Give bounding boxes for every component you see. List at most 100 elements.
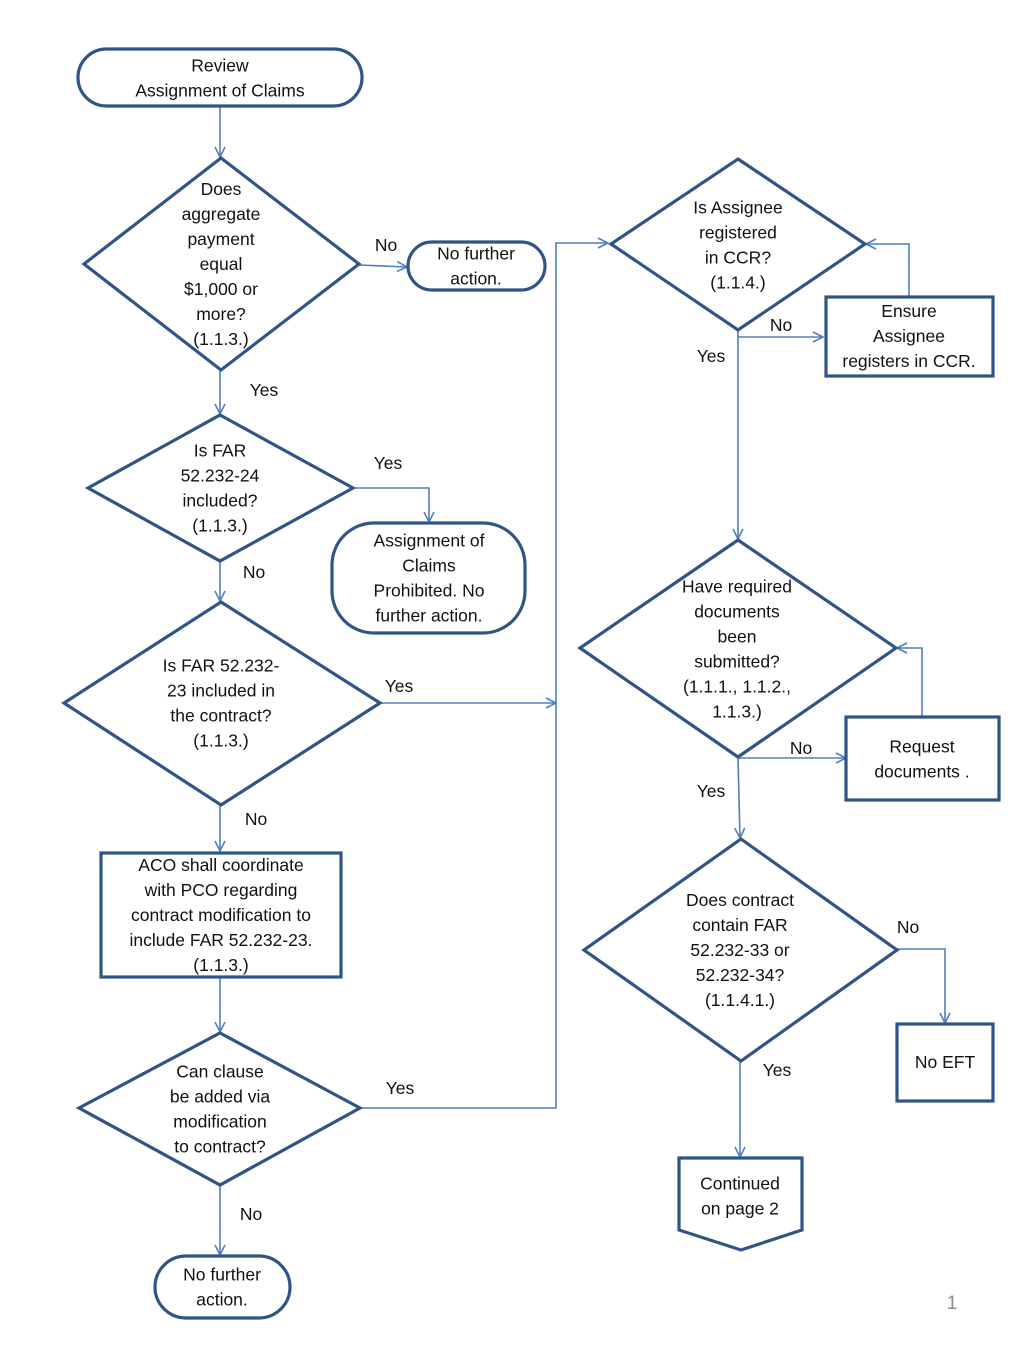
label-line: Is FAR 52.232- <box>163 656 280 676</box>
start-terminator <box>76 47 364 108</box>
edge-label-far23-yes: Yes <box>385 676 414 696</box>
label-line: Prohibited. No <box>374 581 485 601</box>
decision-far-23 <box>61 600 383 807</box>
no-eft-process <box>895 1022 995 1103</box>
label-line: be added via <box>170 1087 270 1107</box>
edge-label-clause-no: No <box>240 1204 262 1224</box>
edge-label-far23-no: No <box>245 809 267 829</box>
edge-label-far24-yes: Yes <box>374 453 403 473</box>
label-line: equal <box>200 254 243 274</box>
edge-label-far3334-no: No <box>897 917 919 937</box>
label-line: $1,000 or <box>184 279 258 299</box>
decision-aggregate-payment <box>81 155 362 373</box>
label-line: Request <box>889 737 954 757</box>
connector-clause-yes <box>360 243 608 1109</box>
label-line: include FAR 52.232-23. <box>130 930 313 950</box>
end-terminator-1 <box>406 240 547 292</box>
label-far-23: Is FAR 52.232- 23 included in the contract… <box>163 656 280 751</box>
label-no-eft: No EFT <box>915 1052 976 1072</box>
label-line: action. <box>450 269 502 289</box>
page-number: 1 <box>947 1293 958 1314</box>
label-assignee-ccr: Is Assignee registered in CCR? (1.1.4.) <box>693 198 783 293</box>
label-line: Is FAR <box>194 441 247 461</box>
label-line: been <box>718 627 757 647</box>
label-line: No further <box>183 1265 261 1285</box>
edge-label-aggregate-yes: Yes <box>250 380 279 400</box>
label-line: (1.1.3.) <box>193 329 248 349</box>
label-line: Is Assignee <box>693 198 783 218</box>
label-line: Claims <box>402 556 456 576</box>
label-line: 52.232-33 or <box>690 940 789 960</box>
connectors <box>220 107 945 1255</box>
label-line: 23 included in <box>167 681 275 701</box>
label-line: more? <box>196 304 246 324</box>
prohibited-terminator <box>330 521 527 635</box>
label-line: (1.1.3.) <box>192 516 247 536</box>
label-line: No EFT <box>915 1052 976 1072</box>
label-line: 52.232-24 <box>181 466 260 486</box>
label-aggregate-payment: Does aggregate payment equal $1,000 or more? (… <box>182 179 261 349</box>
label-clause-added: Can clause be added via modification to con… <box>170 1062 270 1157</box>
edge-label-far24-no: No <box>243 562 265 582</box>
edge-labels: No Yes Yes No Yes No Yes No No Yes No Ye… <box>240 235 919 1224</box>
decision-assignee-ccr <box>608 157 868 332</box>
connector-far3334-no <box>897 948 945 1023</box>
label-line: Assignment of Claims <box>135 81 304 101</box>
label-end-2: No further action. <box>183 1265 261 1310</box>
label-request-documents: Request documents . <box>874 737 969 782</box>
edge-label-docs-no: No <box>790 738 812 758</box>
label-line: in CCR? <box>705 248 771 268</box>
label-line: Ensure <box>881 301 936 321</box>
label-line: (1.1.4.1.) <box>705 990 775 1010</box>
label-line: included? <box>183 491 258 511</box>
label-line: further action. <box>376 606 483 626</box>
label-line: (1.1.1., 1.1.2., <box>683 677 791 697</box>
label-line: aggregate <box>182 204 261 224</box>
label-line: (1.1.4.) <box>710 273 765 293</box>
connector-far24-yes <box>353 487 429 522</box>
aco-coordinate-process <box>99 851 343 979</box>
label-line: payment <box>187 229 254 249</box>
label-line: Does <box>201 179 242 199</box>
label-line: registered <box>699 223 777 243</box>
connector-request-loop <box>897 648 923 717</box>
label-far-24: Is FAR 52.232-24 included? (1.1.3.) <box>181 441 260 536</box>
label-line: contract modification to <box>131 905 311 925</box>
ensure-ccr-process <box>824 295 995 378</box>
label-line: (1.1.3.) <box>193 955 248 975</box>
label-line: Review <box>191 56 249 76</box>
edge-label-aggregate-no: No <box>375 235 397 255</box>
label-line: modification <box>173 1112 266 1132</box>
label-line: registers in CCR. <box>842 351 975 371</box>
connector-aggregate-no <box>358 265 407 267</box>
decision-far-24 <box>84 413 357 563</box>
label-line: the contract? <box>170 706 271 726</box>
end-terminator-2 <box>153 1254 292 1320</box>
label-line: Have required <box>682 577 792 597</box>
label-line: Assignment of <box>374 531 485 551</box>
label-line: to contract? <box>174 1137 266 1157</box>
label-line: contain FAR <box>692 915 787 935</box>
label-line: action. <box>196 1290 248 1310</box>
label-line: documents . <box>874 762 969 782</box>
edge-label-ccr-no: No <box>770 315 792 335</box>
decision-clause-added <box>75 1031 364 1187</box>
label-line: 1.1.3.) <box>712 702 762 722</box>
label-line: (1.1.3.) <box>193 731 248 751</box>
edge-label-far3334-yes: Yes <box>763 1060 792 1080</box>
connector-docs-yes <box>738 757 740 838</box>
label-line: No further <box>437 244 515 264</box>
decision-far-33-34 <box>581 837 900 1063</box>
label-line: ACO shall coordinate <box>138 855 303 875</box>
label-line: Can clause <box>176 1062 264 1082</box>
connector-ensure-loop <box>866 244 910 297</box>
edge-label-docs-yes: Yes <box>697 781 726 801</box>
